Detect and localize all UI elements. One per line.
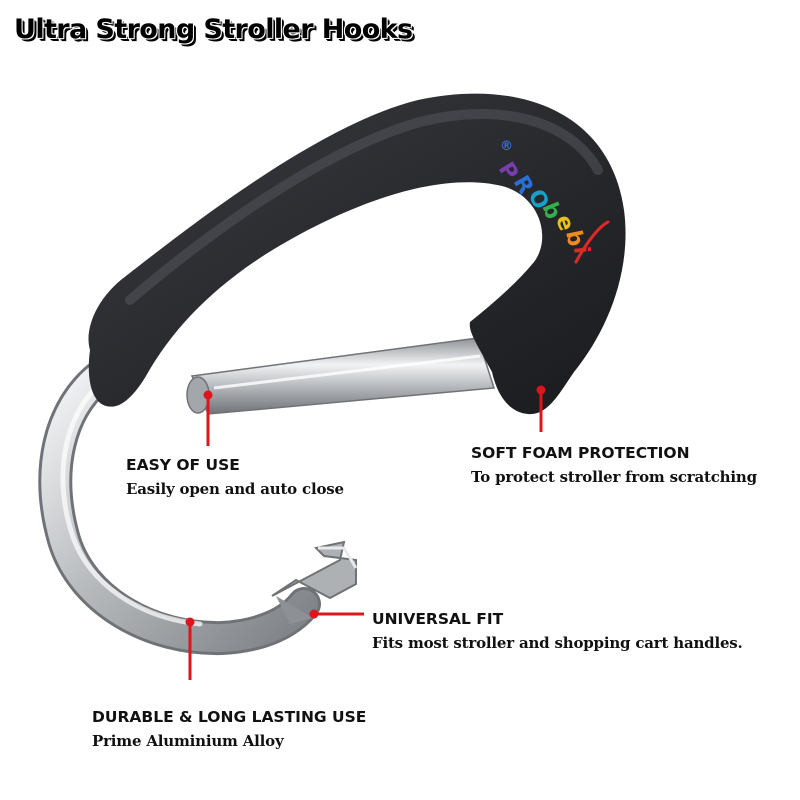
callout-text: To protect stroller from scratching bbox=[471, 468, 757, 486]
callout-heading: DURABLE & LONG LASTING USE bbox=[92, 708, 367, 726]
brand-letter: b bbox=[560, 228, 588, 249]
page-title: Ultra Strong Stroller Hooks bbox=[14, 14, 413, 45]
callout-universal-fit: UNIVERSAL FIT Fits most stroller and sho… bbox=[372, 607, 743, 655]
callout-text: Fits most stroller and shopping cart han… bbox=[372, 634, 743, 652]
brand-registered-mark: ® bbox=[500, 139, 513, 154]
brand-letter: i bbox=[568, 245, 594, 255]
hook-latch bbox=[271, 540, 358, 624]
foam-sleeve bbox=[88, 93, 626, 415]
callout-soft-foam: SOFT FOAM PROTECTION To protect stroller… bbox=[471, 441, 757, 489]
callout-heading: EASY OF USE bbox=[126, 456, 240, 474]
callout-easy-use: EASY OF USE Easily open and auto close bbox=[126, 453, 344, 501]
gate-bar bbox=[186, 337, 495, 415]
callout-text: Easily open and auto close bbox=[126, 480, 344, 498]
callout-heading: UNIVERSAL FIT bbox=[372, 610, 504, 628]
callout-durable: DURABLE & LONG LASTING USE Prime Alumini… bbox=[92, 705, 366, 753]
metal-hook bbox=[38, 361, 321, 656]
callout-pointers bbox=[185, 385, 546, 680]
callout-text: Prime Aluminium Alloy bbox=[92, 732, 284, 750]
brand-letter: e bbox=[550, 212, 578, 234]
callout-heading: SOFT FOAM PROTECTION bbox=[471, 444, 690, 462]
